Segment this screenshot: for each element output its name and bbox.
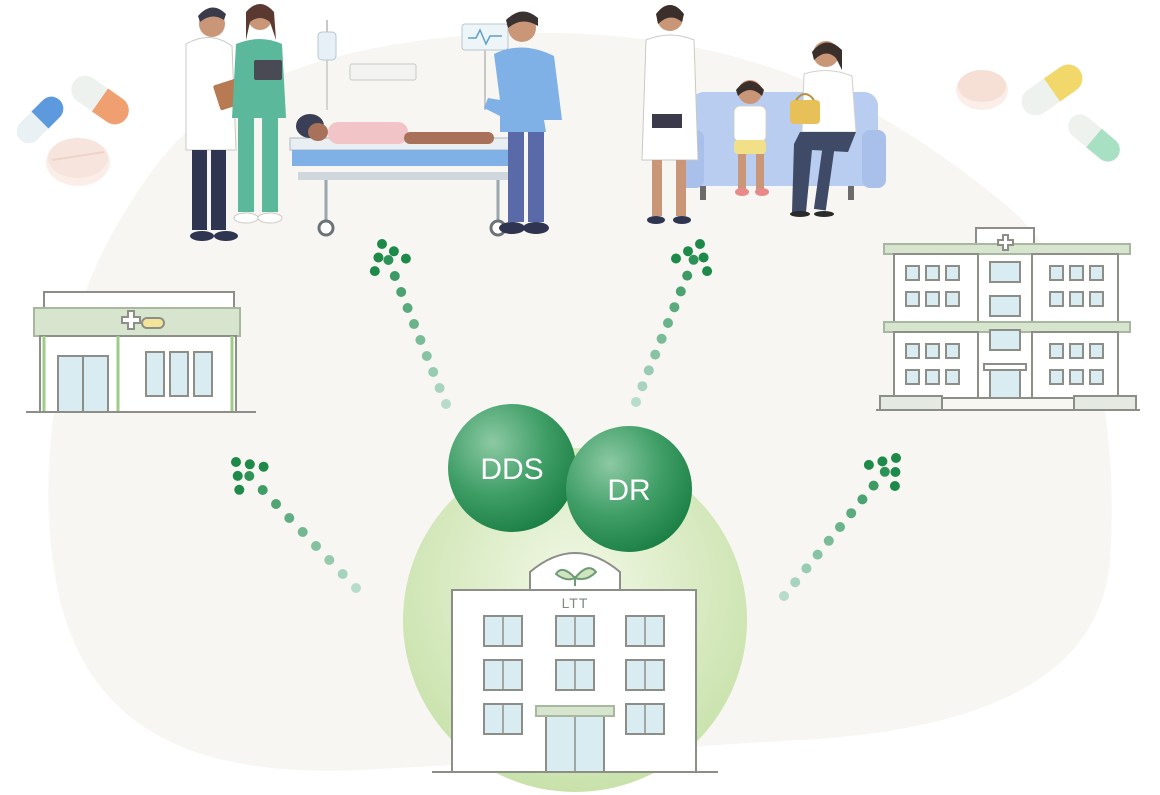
hub-label: LTT [562, 595, 589, 611]
arrow-dot [434, 383, 445, 393]
arrowhead-dot [234, 484, 245, 495]
arrow-dot [441, 399, 451, 409]
dds-bubble [448, 404, 576, 532]
arrow-dot [846, 508, 857, 519]
arrow-to-family [631, 239, 713, 407]
dr-bubble [566, 426, 692, 552]
sprout-icon [554, 567, 598, 586]
arrow-dot [682, 270, 693, 281]
arrowhead-dot [671, 253, 681, 264]
arrow-dot [402, 303, 413, 313]
arrow-to-hospital [779, 453, 901, 601]
arrow-dot [311, 541, 321, 551]
arrow-dot [231, 457, 241, 467]
arrow-dot [669, 302, 680, 313]
arrow-dot [650, 349, 661, 360]
arrowhead-dot [244, 459, 255, 470]
arrow-dot [695, 239, 705, 249]
arrow-dot [409, 319, 419, 329]
arrow-dot [857, 494, 868, 505]
arrow-dot [324, 555, 335, 565]
arrow-dot [801, 563, 812, 574]
arrow-dot [421, 351, 432, 361]
arrow-dot [637, 381, 648, 392]
arrow-dot [389, 271, 400, 281]
arrow-dot [779, 591, 789, 601]
arrow-dot [383, 255, 394, 265]
arrowhead-dot [400, 253, 411, 264]
arrowhead-dot [702, 266, 713, 277]
arrow-dot [879, 466, 890, 477]
arrowhead-dot [388, 246, 399, 257]
arrow-dot [835, 522, 845, 532]
arrow-dot [415, 335, 426, 345]
arrow-dot [631, 397, 641, 407]
arrow-dot [284, 513, 295, 523]
ward-care-scene-icon [185, 4, 562, 241]
arrow-dot [257, 485, 268, 495]
pharmacy-icon [26, 291, 256, 413]
arrow-dot [271, 499, 281, 509]
arrow-dot [656, 333, 667, 344]
arrowhead-dot [373, 252, 384, 263]
arrowhead-dot [232, 470, 243, 481]
arrow-dot [675, 286, 686, 297]
hospital-icon [876, 227, 1140, 411]
arrow-dot [297, 527, 308, 537]
arrowhead-dot [698, 252, 709, 263]
arrowhead-dot [258, 461, 269, 472]
dr-label: DR [607, 474, 650, 507]
arrowhead-dot [683, 246, 693, 257]
arrowhead-dot [877, 456, 888, 467]
background-blob [48, 32, 1112, 771]
arrow-dot [812, 549, 823, 560]
arrow-dot [823, 535, 834, 546]
arrow-dot [396, 287, 407, 297]
arrow-dot [663, 318, 673, 328]
arrow-dot [351, 583, 361, 593]
patient-family-scene-icon [641, 5, 886, 224]
pills-left-icon [16, 75, 129, 186]
arrow-dot [688, 254, 699, 265]
arrowhead-dot [863, 459, 874, 470]
arrow-dot [790, 577, 801, 588]
arrow-dot [337, 569, 348, 579]
arrow-to-ward [369, 239, 451, 409]
arrow-dot [377, 239, 387, 249]
arrow-to-pharmacy [231, 457, 361, 593]
arrow-dot [868, 480, 879, 491]
ltt-building [432, 552, 718, 773]
dds-label: DDS [480, 453, 543, 486]
arrow-dot [244, 471, 255, 481]
pills-right-icon [956, 64, 1120, 162]
arrow-dot [643, 365, 654, 376]
flow-arrows [231, 239, 901, 601]
arrowhead-dot [889, 481, 900, 491]
arrow-dot [428, 367, 439, 377]
arrowhead-dot [890, 467, 901, 477]
arrow-dot [891, 453, 901, 463]
arrowhead-dot [369, 266, 380, 277]
